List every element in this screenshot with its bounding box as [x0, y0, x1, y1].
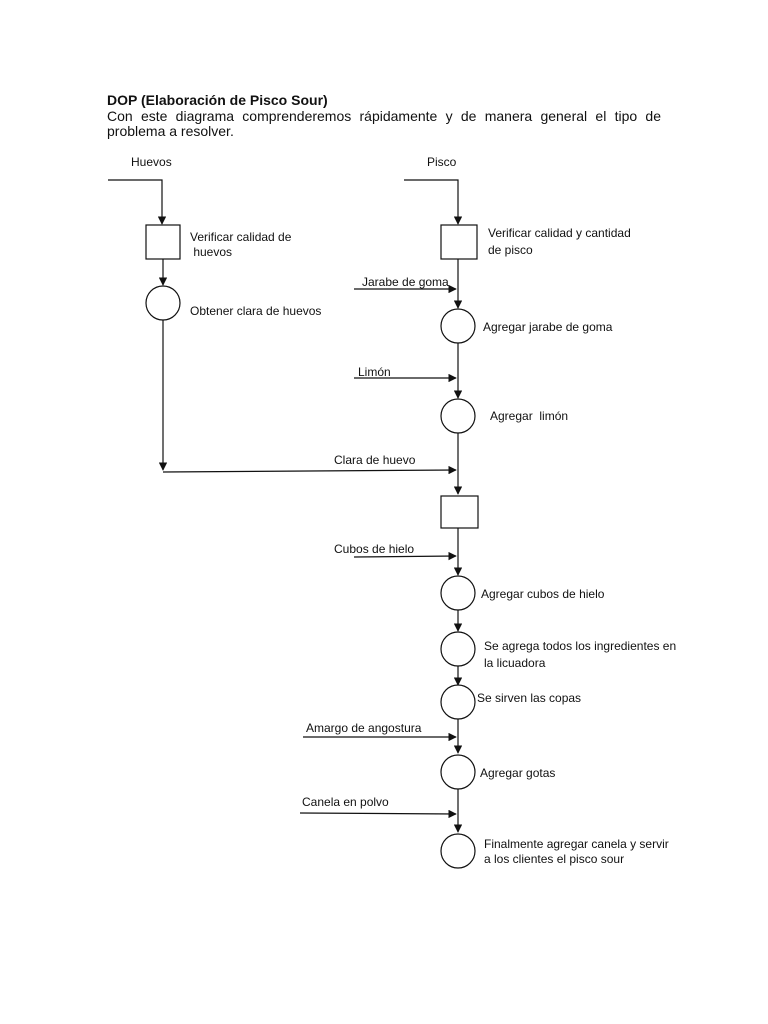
step-label-servir-copas: Se sirven las copas — [477, 691, 581, 705]
input-label-limon: Limón — [358, 365, 391, 379]
input-label-canela: Canela en polvo — [302, 795, 389, 809]
operation-circle-agregar-jarabe — [440, 308, 476, 344]
operation-circle-agregar-gotas — [440, 754, 476, 790]
input-arrow-canela — [299, 809, 457, 819]
clara-merge-arrow — [162, 465, 457, 475]
input-label-cubos: Cubos de hielo — [334, 542, 414, 556]
step-label-agregar-cubos: Agregar cubos de hielo — [481, 587, 605, 601]
intro-line-1: Con este diagrama comprenderemos rápidam… — [107, 108, 661, 124]
step-label-obtener-clara: Obtener clara de huevos — [190, 304, 321, 318]
intro-paragraph: Con este diagrama comprenderemos rápidam… — [107, 109, 661, 139]
step-label-verificar-huevos-1: Verificar calidad de — [190, 230, 292, 244]
input-label-huevos: Huevos — [131, 155, 172, 169]
step-label-final-1: Finalmente agregar canela y servir — [484, 837, 669, 851]
inspection-box-huevos — [145, 224, 181, 260]
step-label-final-2: a los clientes el pisco sour — [484, 852, 624, 866]
step-label-verificar-huevos-2: huevos — [190, 245, 232, 259]
step-label-licuadora-1: Se agrega todos los ingredientes en — [484, 639, 676, 653]
input-label-pisco: Pisco — [427, 155, 457, 169]
operation-circle-agregar-cubos — [440, 575, 476, 611]
operation-circle-obtener-clara — [145, 285, 181, 321]
inspection-box-mezcla — [440, 495, 479, 529]
input-label-amargo: Amargo de angostura — [306, 721, 422, 735]
operation-circle-agregar-limon — [440, 398, 476, 434]
intro-line-2: problema a resolver. — [107, 123, 234, 139]
input-arrow-cubos — [353, 551, 457, 561]
operation-circle-final — [440, 833, 476, 869]
operation-circle-servir-copas — [440, 684, 476, 720]
step-label-licuadora-2: la licuadora — [484, 656, 546, 670]
step-label-agregar-limon: Agregar limón — [490, 409, 568, 423]
pisco-input-line — [404, 179, 463, 225]
huevos-input-line — [108, 179, 167, 225]
page-title: DOP (Elaboración de Pisco Sour) — [107, 92, 328, 108]
input-label-jarabe: Jarabe de goma — [362, 275, 449, 289]
step-label-verificar-pisco-1: Verificar calidad y cantidad — [488, 226, 631, 240]
step-label-agregar-jarabe: Agregar jarabe de goma — [483, 320, 613, 334]
operation-circle-licuadora — [440, 631, 476, 667]
step-label-verificar-pisco-2: de pisco — [488, 243, 533, 257]
step-label-agregar-gotas: Agregar gotas — [480, 766, 555, 780]
inspection-box-pisco — [440, 224, 478, 260]
input-label-clara: Clara de huevo — [334, 453, 416, 467]
